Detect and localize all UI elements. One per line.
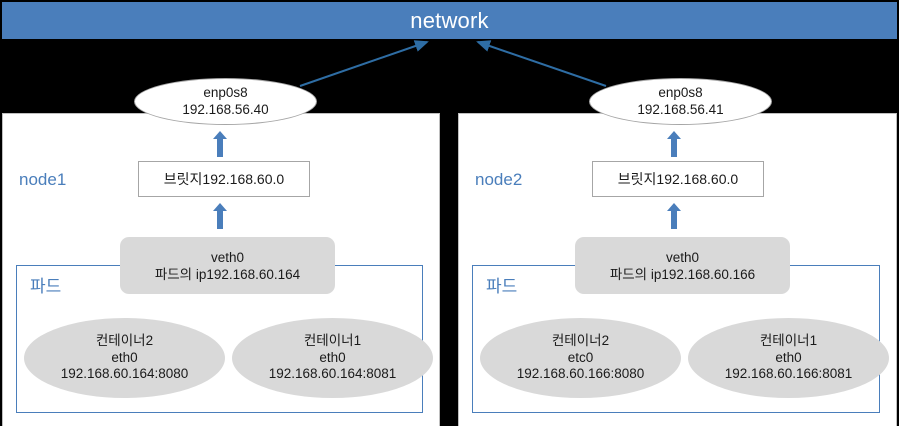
container-ellipse-node2-container2: 컨테이너2 etc0 192.168.60.166:8080 xyxy=(480,318,681,398)
veth-name: veth0 xyxy=(210,249,245,265)
container-interface: eth0 xyxy=(319,349,346,365)
nic-name: enp0s8 xyxy=(203,85,248,101)
node-label-node2: node2 xyxy=(475,170,523,189)
up-arrow-icon-node1-bridge-to-nic xyxy=(212,131,228,157)
network-bar-label: network xyxy=(410,7,489,33)
container-interface: etc0 xyxy=(567,349,594,365)
container-name: 컨테이너1 xyxy=(759,332,818,348)
veth-box-node2: veth0 파드의 ip192.168.60.166 xyxy=(575,237,790,294)
container-endpoint: 192.168.60.164:8081 xyxy=(268,366,397,382)
container-endpoint: 192.168.60.164:8080 xyxy=(60,366,189,382)
node-label-node1: node1 xyxy=(19,170,67,189)
nic-ip: 192.168.56.40 xyxy=(182,101,269,117)
veth-name: veth0 xyxy=(665,249,700,265)
pod-label-node2: 파드 xyxy=(486,277,518,296)
pod-label-node1: 파드 xyxy=(30,277,62,296)
nic-ip: 192.168.56.41 xyxy=(637,101,724,117)
connector-line-node1 xyxy=(299,40,429,87)
container-ellipse-node1-container2: 컨테이너2 eth0 192.168.60.164:8080 xyxy=(24,318,225,398)
container-endpoint: 192.168.60.166:8080 xyxy=(516,366,645,382)
nic-ellipse-node1: enp0s8 192.168.56.40 xyxy=(134,78,317,125)
container-ellipse-node2-container1: 컨테이너1 eth0 192.168.60.166:8081 xyxy=(688,318,889,398)
container-name: 컨테이너2 xyxy=(95,332,154,348)
veth-detail: 파드의 ip192.168.60.166 xyxy=(609,266,756,282)
up-arrow-icon-node2-bridge-to-nic xyxy=(666,131,682,157)
container-interface: eth0 xyxy=(775,349,802,365)
container-interface: eth0 xyxy=(111,349,138,365)
nic-name: enp0s8 xyxy=(658,85,703,101)
nic-ellipse-node2: enp0s8 192.168.56.41 xyxy=(589,78,772,125)
veth-box-node1: veth0 파드의 ip192.168.60.164 xyxy=(120,237,335,294)
bridge-label: 브릿지192.168.60.0 xyxy=(617,171,739,187)
container-endpoint: 192.168.60.166:8081 xyxy=(724,366,853,382)
container-ellipse-node1-container1: 컨테이너1 eth0 192.168.60.164:8081 xyxy=(232,318,433,398)
network-bar: network xyxy=(2,2,897,39)
connector-line-node2 xyxy=(476,40,607,87)
bridge-box-node2: 브릿지192.168.60.0 xyxy=(592,161,764,197)
container-name: 컨테이너2 xyxy=(551,332,610,348)
up-arrow-icon-node1-veth-to-bridge xyxy=(212,203,228,229)
veth-detail: 파드의 ip192.168.60.164 xyxy=(154,266,301,282)
container-name: 컨테이너1 xyxy=(303,332,362,348)
bridge-label: 브릿지192.168.60.0 xyxy=(163,171,285,187)
bridge-box-node1: 브릿지192.168.60.0 xyxy=(138,161,310,197)
up-arrow-icon-node2-veth-to-bridge xyxy=(666,203,682,229)
